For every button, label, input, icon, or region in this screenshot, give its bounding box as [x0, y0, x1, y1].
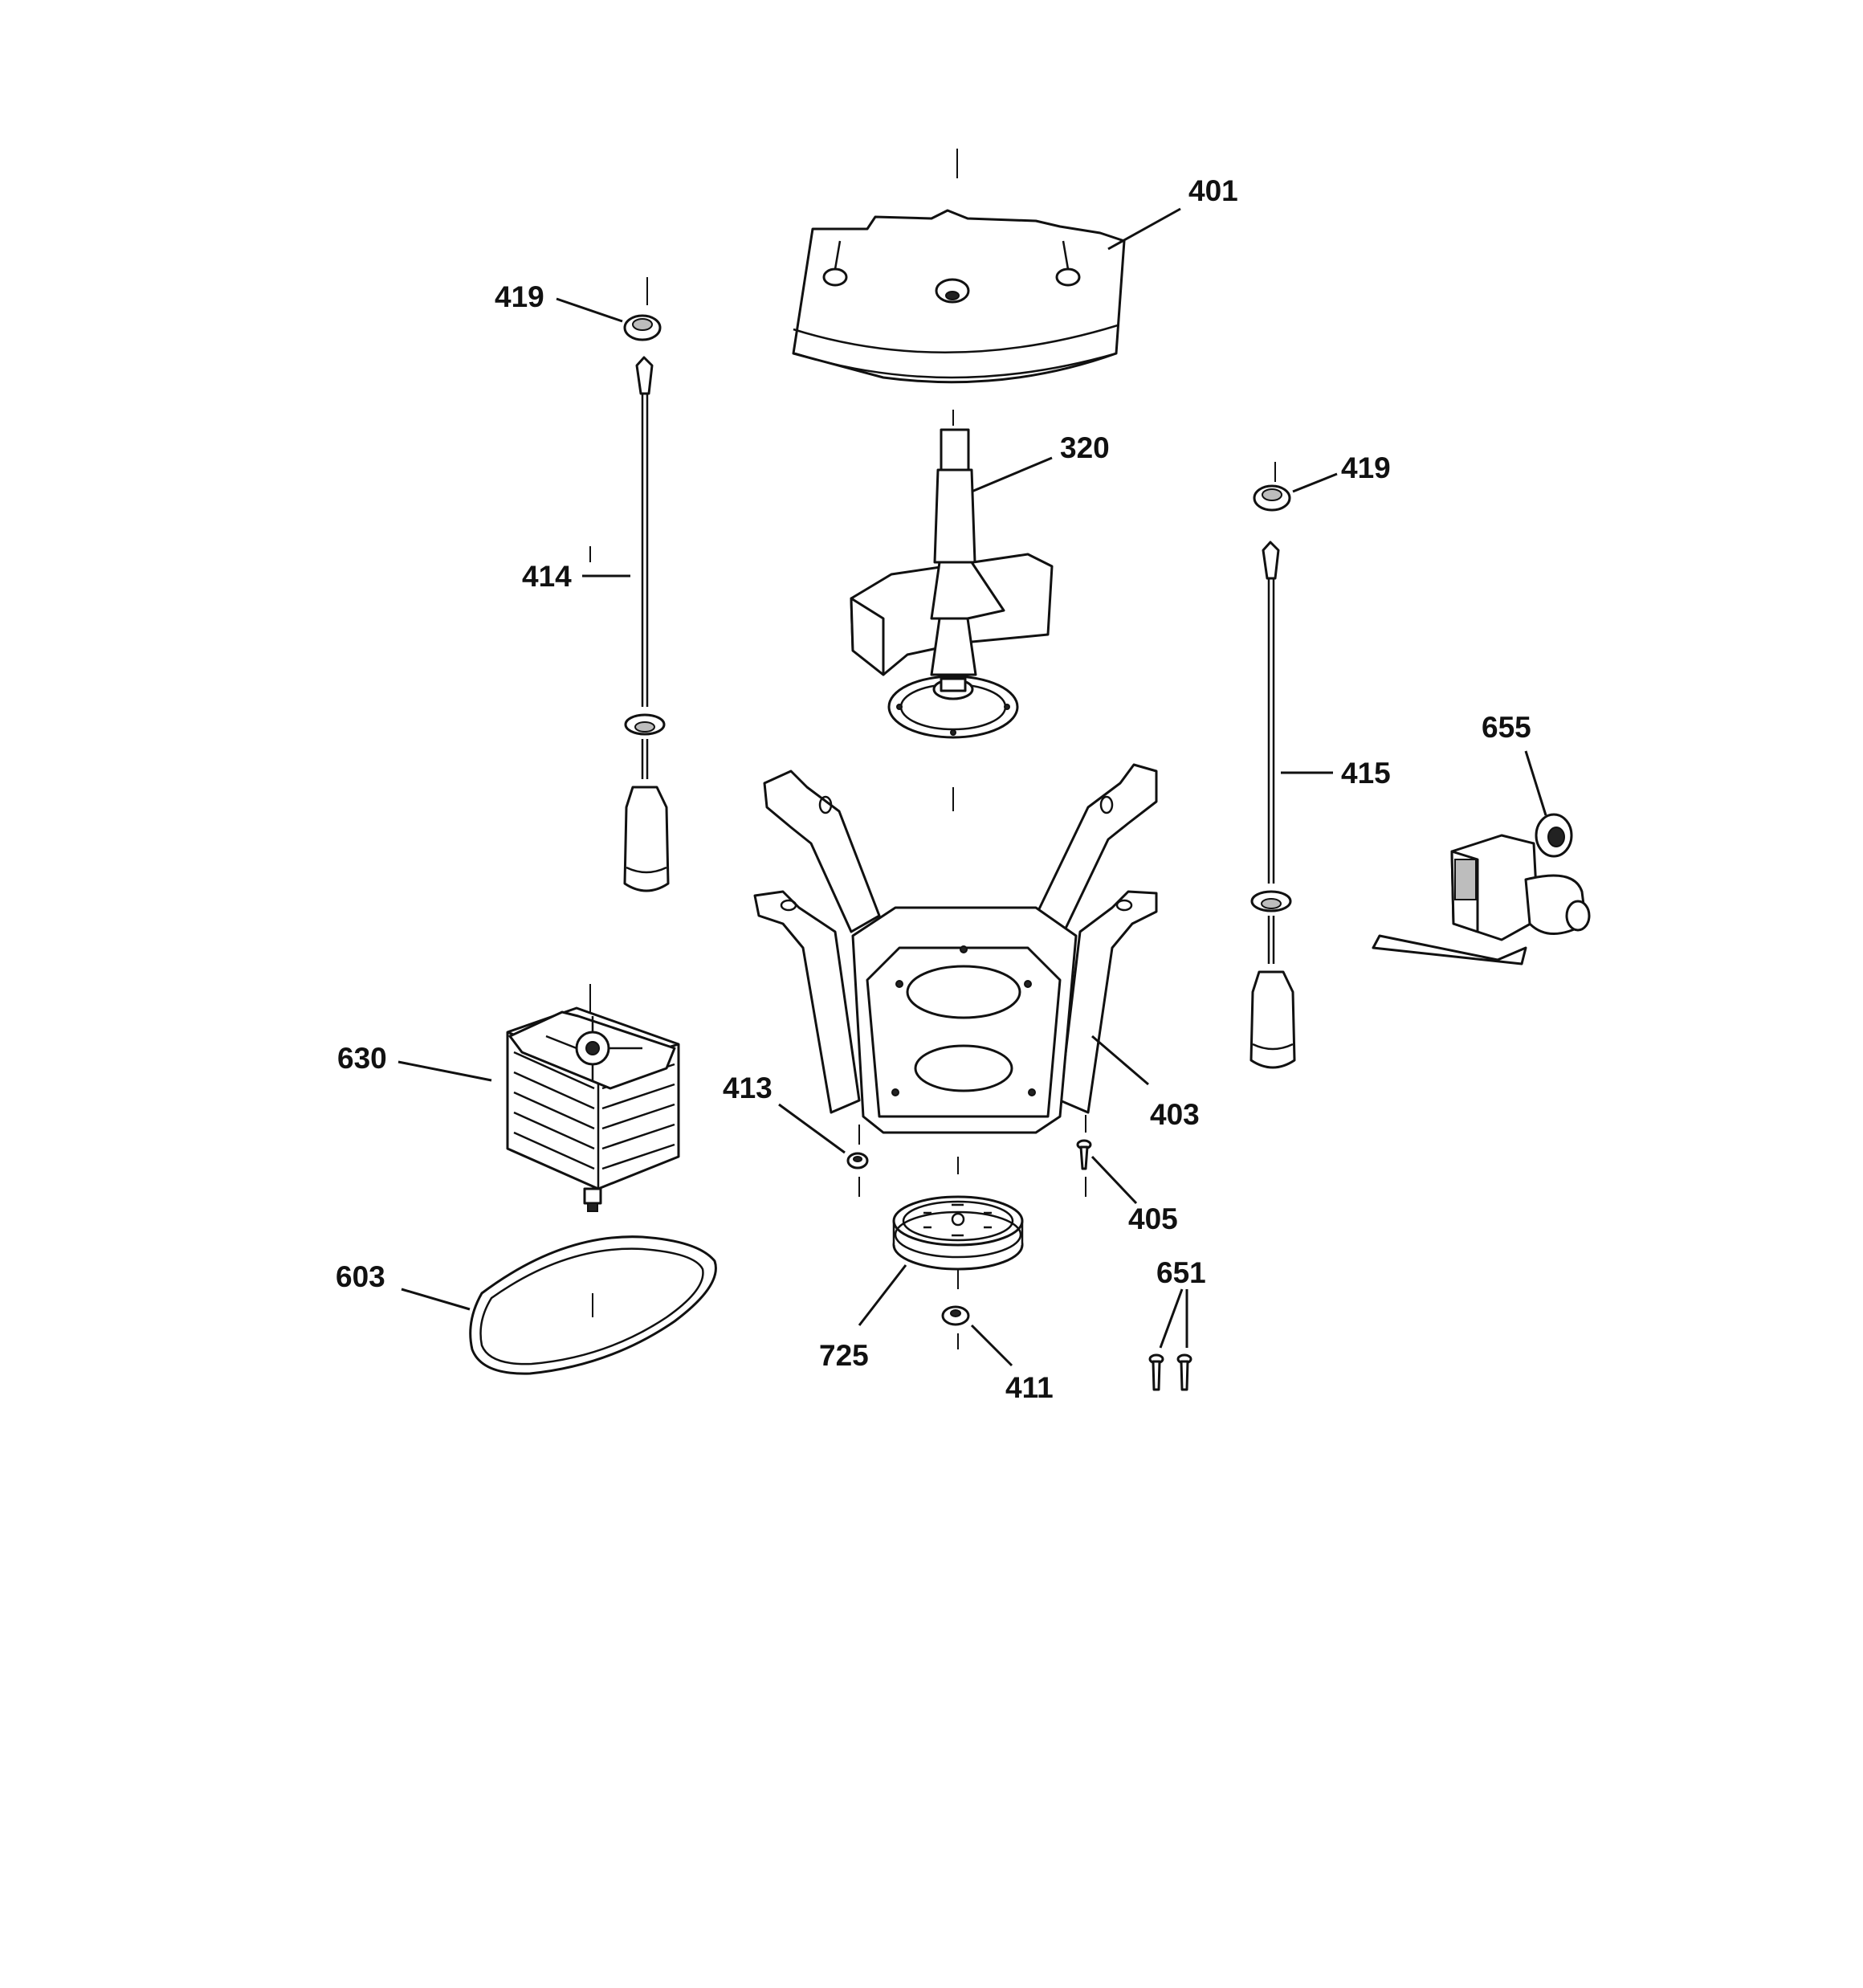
- callout-401: 401: [1188, 174, 1238, 207]
- part-413-nut: [846, 1125, 869, 1197]
- part-411-nut: [941, 1269, 970, 1349]
- leader-411: [970, 1324, 1013, 1367]
- part-415-suspension-rod: [1249, 541, 1296, 1069]
- part-403-mounting-bracket: [753, 763, 1158, 1134]
- part-655-pump: [1372, 813, 1591, 965]
- callout-655: 655: [1482, 711, 1531, 744]
- part-630-motor: [506, 546, 680, 1212]
- part-320-transmission: [850, 410, 1054, 739]
- part-603-belt: [469, 1235, 717, 1375]
- part-401-shield: [792, 149, 1126, 384]
- leader-655: [1524, 750, 1547, 816]
- callout-603: 603: [336, 1260, 385, 1293]
- callout-725: 725: [819, 1339, 869, 1372]
- leader-403: [1091, 1035, 1149, 1086]
- callout-415: 415: [1341, 757, 1391, 790]
- leader-419-right: [1292, 472, 1338, 493]
- part-651-screws: [1148, 1353, 1192, 1391]
- callout-414: 414: [522, 560, 572, 593]
- leader-725: [858, 1264, 907, 1326]
- part-414-suspension-rod: [623, 356, 670, 892]
- leader-405: [1090, 1155, 1138, 1205]
- leader-630: [397, 1060, 492, 1082]
- part-405-screw: [1076, 1115, 1092, 1197]
- leader-320: [971, 456, 1053, 493]
- part-419-cap-right: [1253, 462, 1291, 512]
- callout-419-left: 419: [495, 280, 544, 313]
- callout-405: 405: [1128, 1202, 1178, 1235]
- callout-651: 651: [1156, 1256, 1206, 1289]
- leader-651-a: [1159, 1288, 1184, 1349]
- callout-630: 630: [337, 1042, 387, 1075]
- callout-413: 413: [723, 1072, 773, 1104]
- part-725-pulley: [892, 1157, 1024, 1271]
- leader-401: [1107, 207, 1181, 251]
- part-419-cap-left: [623, 277, 662, 341]
- callout-419-right: 419: [1341, 451, 1391, 484]
- callout-411: 411: [1005, 1371, 1054, 1404]
- leader-603: [401, 1288, 471, 1311]
- leader-419-left: [556, 297, 623, 323]
- callout-403: 403: [1150, 1098, 1200, 1131]
- callout-320: 320: [1060, 431, 1110, 464]
- leader-413: [778, 1103, 846, 1154]
